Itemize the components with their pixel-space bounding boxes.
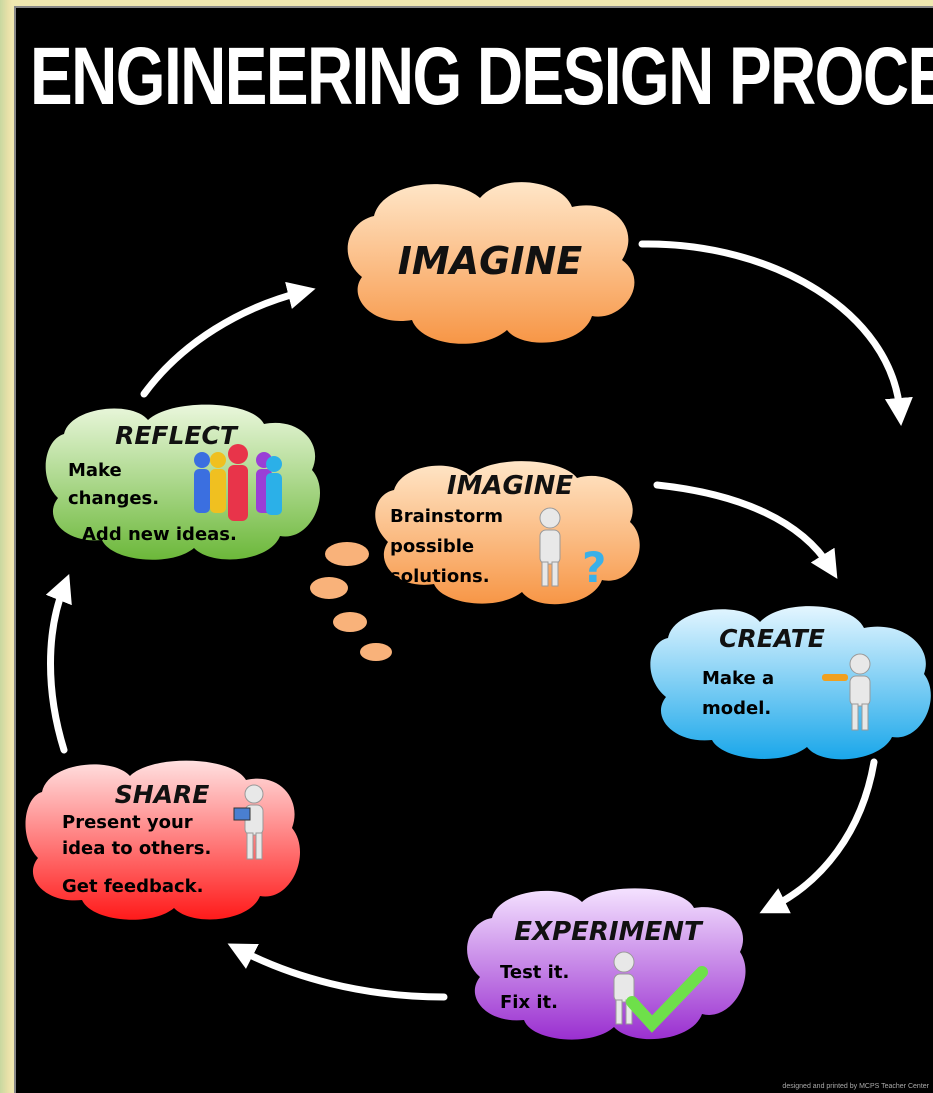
experiment-heading: EXPERIMENT: [514, 917, 704, 947]
process-diagram: IMAGINE IMAGINE Brainstorm possible solu…: [25, 182, 931, 1040]
share-line-3: Get feedback.: [62, 876, 204, 897]
cloud-imagine: IMAGINE Brainstorm possible solutions. ?: [310, 461, 640, 661]
svg-text:?: ?: [582, 543, 606, 592]
arrow-inner-imagine-to-create: [653, 481, 838, 579]
experiment-line-1: Test it.: [500, 962, 569, 983]
share-heading: SHARE: [115, 780, 210, 809]
arrow-share-to-reflect: [45, 573, 72, 754]
cycle-arrows: [45, 240, 913, 1001]
poster: ENGINEERING DESIGN PROCESS: [14, 6, 933, 1093]
cloud-create: CREATE Make a model.: [650, 606, 931, 760]
share-line-2: idea to others.: [62, 838, 211, 859]
create-line-2: model.: [702, 698, 771, 719]
experiment-line-2: Fix it.: [500, 992, 558, 1013]
imagine-line-1: Brainstorm: [390, 506, 503, 527]
cloud-reflect: REFLECT Make changes. Add new ideas.: [45, 404, 321, 560]
reflect-line-1: Make: [68, 460, 122, 481]
tablet-figure-icon: [233, 784, 264, 860]
imagine-line-3: solutions.: [390, 566, 490, 587]
cloud-experiment: EXPERIMENT Test it. Fix it.: [467, 888, 746, 1040]
wrench-figure-icon: [822, 653, 871, 731]
cloud-imagine-top: IMAGINE: [347, 182, 635, 344]
arrow-create-to-experiment: [759, 758, 878, 914]
share-line-1: Present your: [62, 812, 193, 833]
arrow-experiment-to-share: [227, 943, 448, 1001]
poster-title: ENGINEERING DESIGN PROCESS: [30, 31, 933, 122]
arrow-imagine-to-create-outer: [638, 240, 913, 426]
cloud-share: SHARE Present your idea to others. Get f…: [25, 760, 301, 920]
imagine-top-heading: IMAGINE: [398, 239, 582, 283]
arrow-reflect-to-imagine: [140, 281, 316, 398]
imagine-heading: IMAGINE: [447, 471, 573, 501]
create-line-1: Make a: [702, 668, 774, 689]
create-heading: CREATE: [719, 624, 825, 653]
credit-text: designed and printed by MCPS Teacher Cen…: [782, 1083, 929, 1090]
checkmark-figure-icon: [613, 951, 708, 1033]
reflect-heading: REFLECT: [115, 421, 239, 450]
imagine-line-2: possible: [390, 536, 474, 557]
people-group-icon: [194, 444, 282, 521]
thinking-figure-icon: ?: [539, 507, 606, 592]
reflect-line-2: changes.: [68, 488, 159, 509]
reflect-line-3: Add new ideas.: [82, 524, 237, 545]
